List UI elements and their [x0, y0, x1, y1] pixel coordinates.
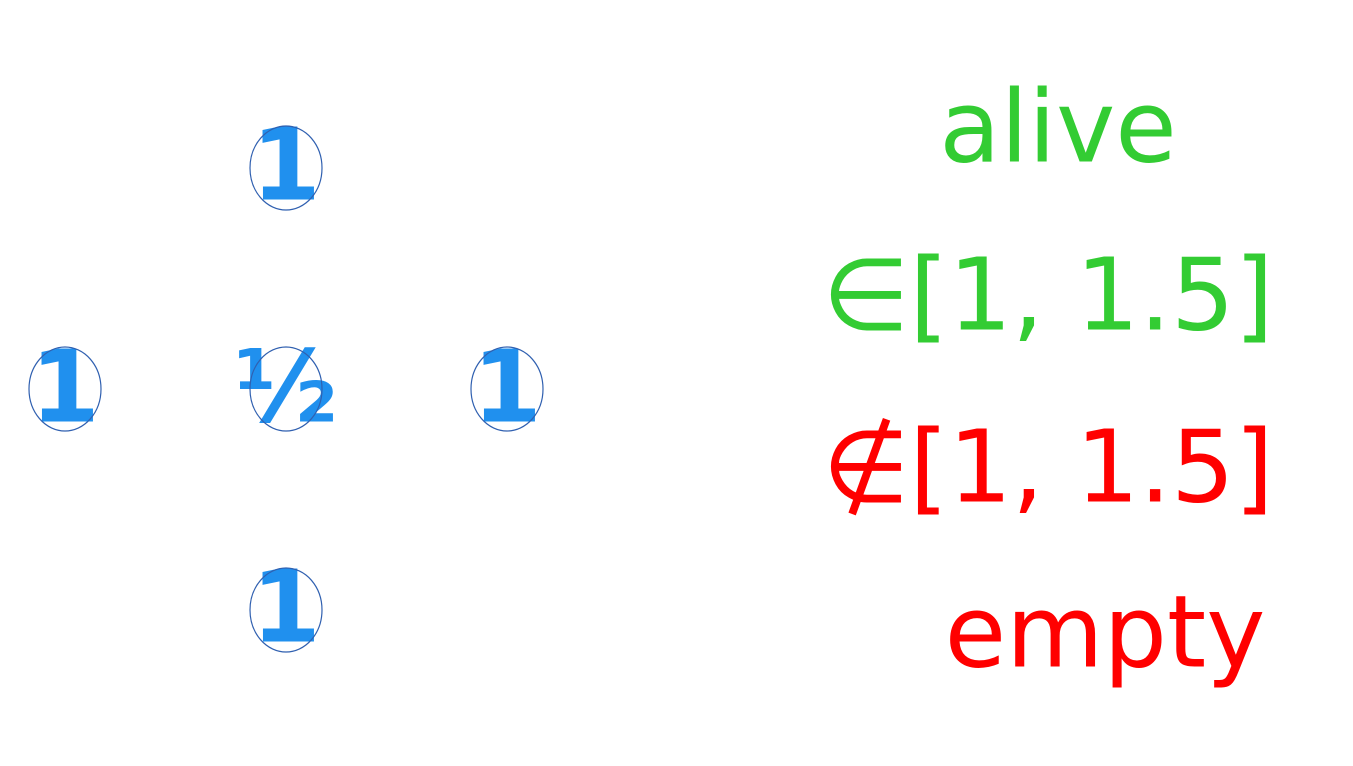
- cell-bottom: 1: [249, 549, 323, 666]
- cell-left: 1: [28, 329, 102, 446]
- cell-top-value: 1: [251, 107, 321, 224]
- legend-alive-label: alive: [939, 69, 1177, 186]
- cell-center: ½: [234, 329, 338, 446]
- cell-center-value: ½: [234, 329, 338, 446]
- legend-alive-range: ∈[1, 1.5]: [822, 237, 1273, 354]
- cell-top: 1: [249, 107, 323, 224]
- cell-left-ring: [28, 346, 102, 432]
- cell-bottom-ring: [249, 567, 323, 653]
- cell-right: 1: [470, 329, 544, 446]
- cell-bottom-value: 1: [251, 549, 321, 666]
- legend-empty-label: empty: [945, 574, 1266, 691]
- cell-center-ring: [249, 346, 323, 432]
- legend-empty-range: ∉[1, 1.5]: [822, 409, 1273, 526]
- cell-top-ring: [249, 125, 323, 211]
- cell-left-value: 1: [30, 329, 100, 446]
- legend: alive ∈[1, 1.5] ∉[1, 1.5] empty: [822, 69, 1273, 691]
- cell-right-value: 1: [472, 329, 542, 446]
- cell-right-ring: [470, 346, 544, 432]
